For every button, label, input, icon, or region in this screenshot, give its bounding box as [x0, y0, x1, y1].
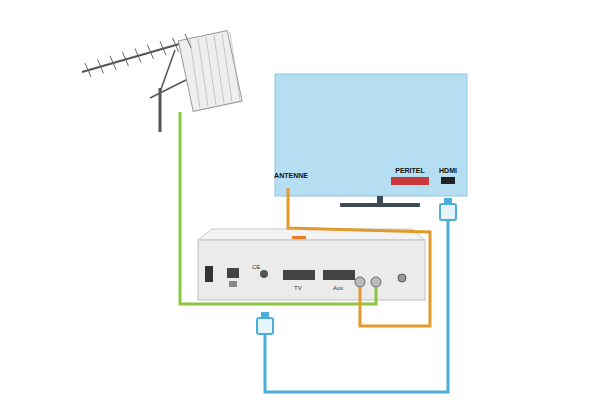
panel-label: Aux [333, 285, 343, 292]
panel-label: CE [252, 264, 260, 271]
antenna [82, 31, 242, 132]
port-connector [441, 177, 455, 184]
tv-base [340, 203, 420, 207]
panel-label: TV [294, 285, 302, 292]
antenna-cable [180, 112, 376, 304]
set-top-box [198, 229, 425, 300]
hdmi-cable [265, 218, 448, 392]
tv-antenna-cable [288, 188, 430, 326]
tv-port: PERITEL [390, 167, 430, 185]
port-label: PERITEL [390, 167, 430, 175]
port-connector [391, 177, 429, 185]
port-label: HDMI [438, 167, 458, 175]
hdmi-plug [257, 198, 456, 334]
port-label: ANTENNE [273, 172, 309, 180]
tv-port: HDMI [438, 167, 458, 184]
tv-neck [377, 196, 383, 204]
antenna-input: ANTENNE [273, 172, 309, 180]
